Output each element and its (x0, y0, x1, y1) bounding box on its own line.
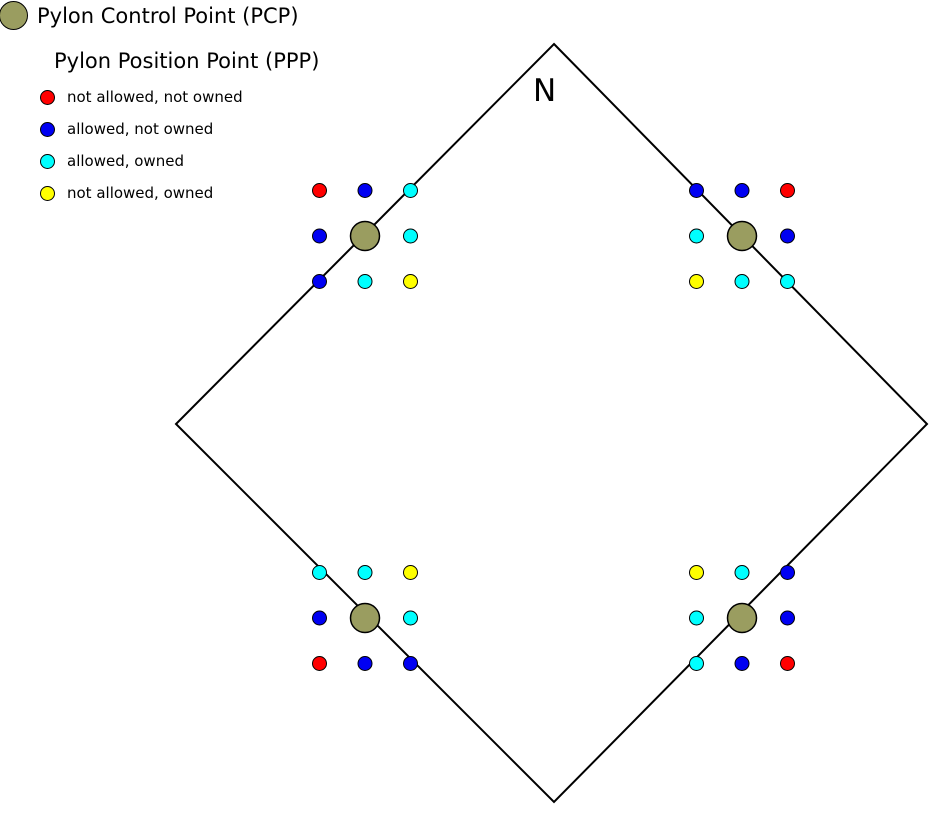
ppp-northeast-cyan (734, 274, 750, 289)
pcp-legend-swatch (0, 1, 28, 30)
ppp-southwest-cyan (357, 565, 373, 580)
boundary-outline (174, 42, 929, 804)
ppp-southwest-blue (312, 610, 327, 626)
ppp-southeast-cyan (689, 610, 704, 626)
legend-item-label: allowed, owned (67, 152, 184, 170)
ppp-southwest-red (312, 656, 327, 671)
legend-item-label: not allowed, owned (67, 184, 214, 202)
ppp-northwest-cyan (357, 274, 373, 289)
pcp-legend-label: Pylon Control Point (PCP) (37, 3, 299, 28)
ppp-northeast-blue (780, 228, 795, 244)
ppp-northeast-cyan (780, 274, 795, 289)
ppp-southeast-cyan (734, 565, 750, 580)
ppp-northeast-blue (734, 183, 750, 198)
ppp-southeast-blue (734, 656, 750, 671)
ppp-southeast-blue (780, 565, 795, 580)
ppp-northwest-cyan (403, 228, 418, 244)
ppp-northeast-red (780, 183, 795, 198)
ppp-northeast-blue (689, 183, 704, 198)
legend-item-label: allowed, not owned (67, 120, 214, 138)
legend-item-label: not allowed, not owned (67, 88, 243, 106)
pcp-southeast (726, 602, 758, 634)
ppp-southwest-yellow (403, 565, 418, 580)
legend-item-not-allowed-not-owned: not allowed, not owned (40, 89, 243, 105)
ppp-southwest-blue (403, 656, 418, 671)
pcp-northwest (349, 220, 381, 252)
legend-pcp-row: Pylon Control Point (PCP) (0, 1, 299, 30)
legend-item-allowed-owned: allowed, owned (40, 153, 184, 169)
ppp-southeast-cyan (689, 656, 704, 671)
ppp-northwest-red (312, 183, 327, 198)
pcp-northeast (726, 220, 758, 252)
legend-item-not-allowed-owned: not allowed, owned (40, 185, 213, 201)
ppp-southeast-blue (780, 610, 795, 626)
ppp-southeast-yellow (689, 565, 704, 580)
pcp-southwest (349, 602, 381, 634)
north-label: N (533, 73, 557, 109)
ppp-northwest-blue (312, 228, 327, 244)
ppp-southwest-cyan (403, 610, 418, 626)
ppp-southwest-cyan (312, 565, 327, 580)
ppp-northwest-cyan (403, 183, 418, 198)
ppp-southeast-red (780, 656, 795, 671)
legend-item-allowed-not-owned: allowed, not owned (40, 121, 213, 137)
yellow-dot-swatch (40, 185, 55, 201)
ppp-southwest-blue (357, 656, 373, 671)
ppp-northeast-yellow (689, 274, 704, 289)
ppp-northwest-blue (357, 183, 373, 198)
cyan-dot-swatch (40, 153, 55, 169)
blue-dot-swatch (40, 121, 55, 137)
red-dot-swatch (40, 89, 55, 105)
ppp-northwest-blue (312, 274, 327, 289)
ppp-northeast-cyan (689, 228, 704, 244)
ppp-northwest-yellow (403, 274, 418, 289)
ppp-legend-heading: Pylon Position Point (PPP) (54, 49, 320, 73)
